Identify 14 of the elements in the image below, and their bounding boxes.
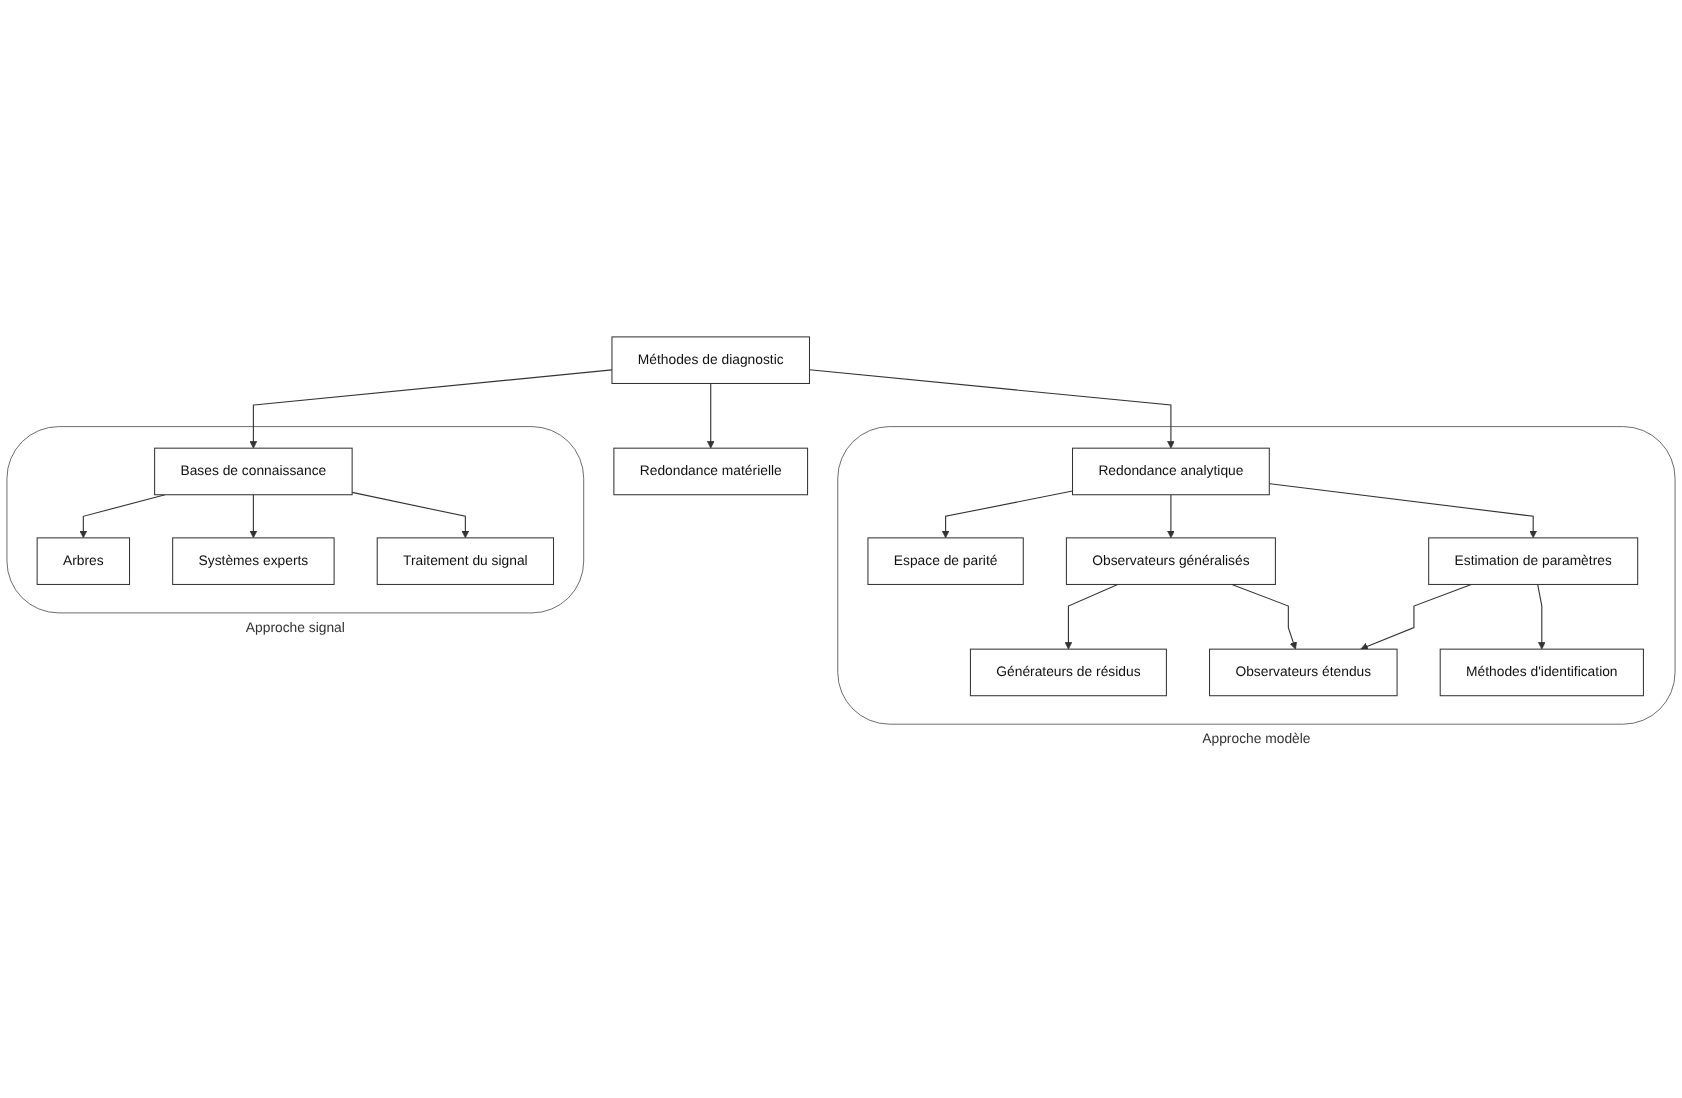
arrow: [1167, 494, 1175, 539]
arrow: [351, 492, 470, 539]
arrow: [1360, 584, 1472, 651]
arrow: [1231, 584, 1297, 650]
arrow: [1064, 584, 1119, 650]
cluster: [837, 426, 1676, 725]
cluster: [6, 426, 585, 614]
arrow: [706, 383, 715, 449]
arrow: [1268, 483, 1537, 539]
arrow: [249, 369, 613, 449]
arrow: [1537, 584, 1546, 650]
arrow: [808, 369, 1175, 449]
arrow: [249, 494, 258, 539]
arrow: [941, 490, 1074, 539]
